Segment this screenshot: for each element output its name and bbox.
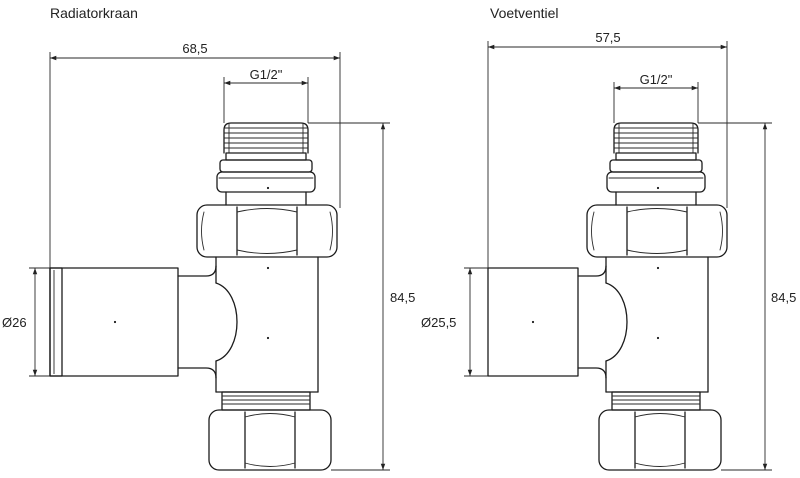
width-label: 57,5 (595, 30, 620, 45)
thread-ridges (221, 395, 311, 405)
thread-dimension: G1/2" (223, 67, 309, 123)
drawing-title: Voetventiel (490, 5, 559, 21)
side-cap (49, 265, 217, 379)
cap-body (487, 267, 579, 377)
extension-lines (49, 52, 341, 268)
bottom-thread (221, 391, 311, 411)
bottom-nut (208, 409, 332, 471)
extension-lines (487, 41, 728, 268)
neck (615, 191, 697, 206)
diameter-label: Ø26 (2, 315, 27, 330)
center-mark (113, 320, 117, 324)
nut-outline (196, 204, 338, 258)
nut-outline (586, 204, 728, 258)
center-mark (266, 336, 270, 340)
thread-outline (221, 391, 311, 411)
thread-outline (613, 122, 699, 154)
cap-band (49, 267, 63, 377)
nut-outline (598, 409, 722, 471)
thread-ridges (223, 127, 309, 149)
diameter-dimension: Ø26 (2, 267, 50, 377)
center-mark (531, 320, 535, 324)
collar-step (219, 159, 313, 173)
collar (216, 152, 316, 193)
diameter-label: Ø25,5 (421, 315, 456, 330)
collar-step (609, 159, 703, 173)
thread-label: G1/2" (640, 72, 673, 87)
height-dimension: 84,5 (698, 122, 796, 471)
collar (606, 152, 706, 193)
diameter-dimension: Ø25,5 (421, 267, 488, 377)
extension-lines (223, 77, 309, 123)
center-mark (266, 266, 270, 270)
top-thread (613, 122, 699, 154)
nut-side-curves (591, 211, 723, 251)
collar-ring (615, 152, 697, 161)
collar-band (216, 171, 316, 193)
body-bulge (605, 282, 628, 362)
nut-outline (208, 409, 332, 471)
center-mark (656, 266, 660, 270)
body-edges (215, 256, 319, 393)
nut-face-edges (236, 206, 298, 256)
cap-fillet (177, 265, 217, 379)
radiatorkraan-drawing: Radiatorkraan 68,5 G1/2" 84,5 Ø26 (2, 5, 415, 471)
nut-face-edges (634, 411, 686, 469)
center-mark (656, 186, 660, 190)
width-dimension: 57,5 (487, 30, 728, 268)
top-thread (223, 122, 309, 154)
top-nut (196, 204, 338, 258)
bottom-thread (611, 391, 701, 411)
radiatorkraan-core (196, 122, 338, 471)
height-label: 84,5 (771, 290, 796, 305)
body-bulge (215, 282, 238, 362)
body-edges (605, 256, 709, 393)
extension-lines (464, 267, 488, 377)
height-label: 84,5 (390, 290, 415, 305)
nut-side-curves (201, 211, 333, 251)
voetventiel-core (586, 122, 728, 471)
collar-band (606, 171, 706, 193)
cap-fillet (577, 265, 607, 379)
valve-body (215, 256, 319, 393)
neck (225, 191, 307, 206)
thread-ridges (613, 127, 699, 149)
width-dimension: 68,5 (49, 41, 341, 268)
collar-ring (225, 152, 307, 161)
bottom-nut (598, 409, 722, 471)
width-label: 68,5 (182, 41, 207, 56)
nut-face-curves (244, 413, 296, 467)
thread-label: G1/2" (250, 67, 283, 82)
nut-face-edges (626, 206, 688, 256)
nut-face-curves (634, 413, 686, 467)
nut-face-edges (244, 411, 296, 469)
thread-dimension: G1/2" (613, 72, 699, 123)
center-mark (656, 336, 660, 340)
top-nut (586, 204, 728, 258)
extension-lines (29, 267, 50, 377)
nut-face-curves (236, 208, 298, 254)
extension-lines (698, 122, 772, 471)
center-mark (266, 186, 270, 190)
thread-ridges (611, 395, 701, 405)
extension-lines (308, 122, 390, 471)
voetventiel-drawing: Voetventiel 57,5 G1/2" 84,5 Ø25,5 (421, 5, 796, 471)
thread-outline (611, 391, 701, 411)
center-marks (656, 186, 660, 340)
thread-outline (223, 122, 309, 154)
height-dimension: 84,5 (308, 122, 415, 471)
center-marks (266, 186, 270, 340)
nut-face-curves (626, 208, 688, 254)
side-cap (487, 265, 607, 379)
valve-body (605, 256, 709, 393)
drawing-title: Radiatorkraan (50, 5, 138, 21)
